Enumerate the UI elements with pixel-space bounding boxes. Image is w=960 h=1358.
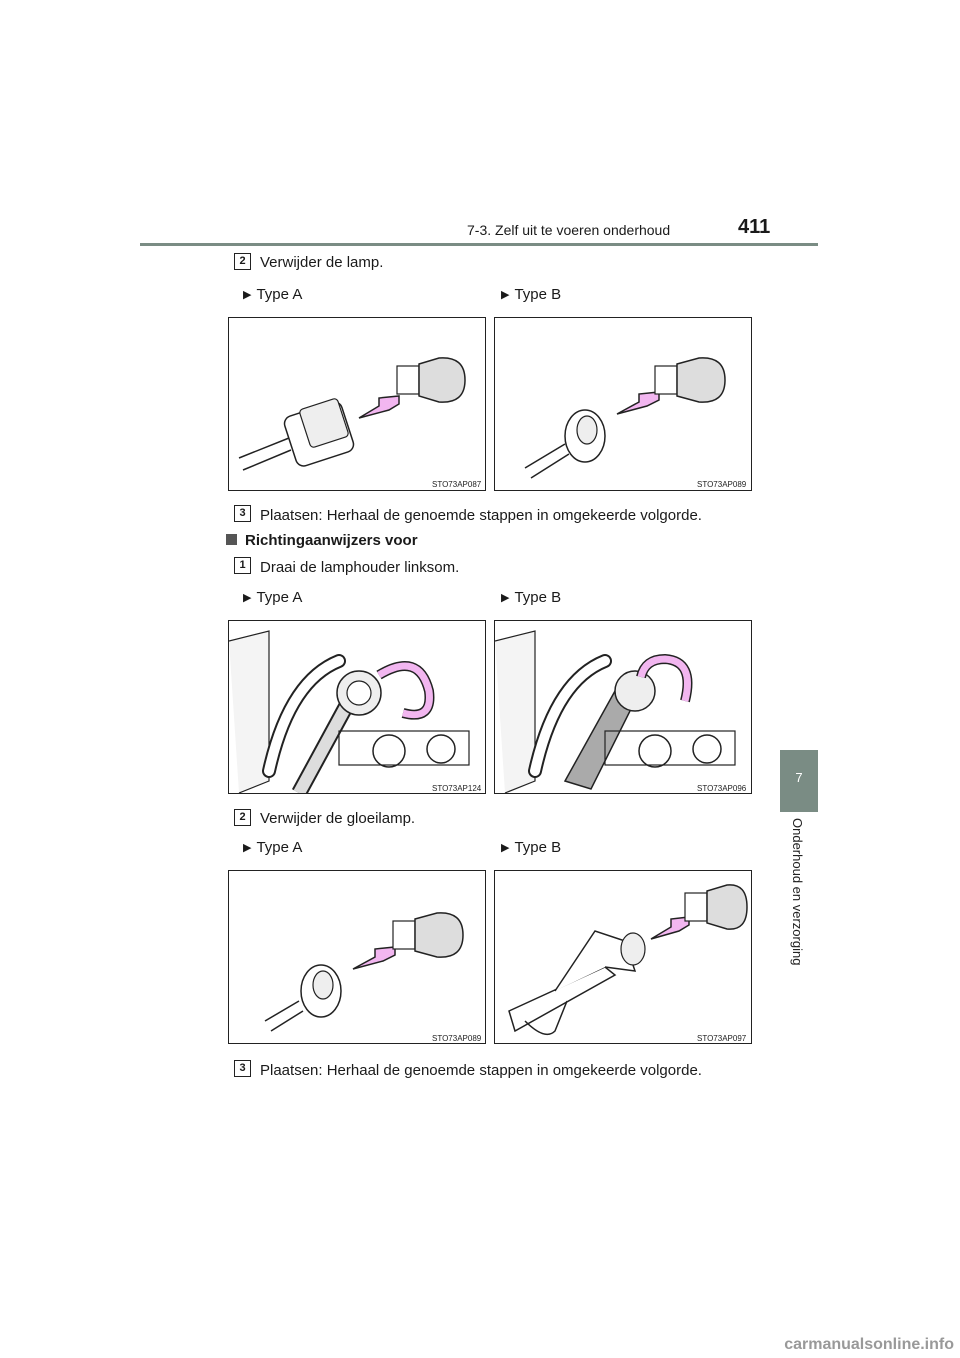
section-title: 7-3. Zelf uit te voeren onderhoud (467, 222, 671, 238)
figure-code: STO73AP089 (697, 480, 747, 489)
type-b-label: ▶Type B (501, 286, 562, 303)
chapter-number: 7 (795, 770, 803, 785)
figure-code: STO73AP087 (432, 480, 482, 489)
chapter-title: Onderhoud en verzorging (790, 818, 805, 966)
socket-rotation-illustration-type-b (494, 620, 752, 794)
type-b-label: ▶Type B (501, 589, 562, 606)
type-a-label: ▶Type A (243, 589, 303, 606)
socket-rotation-illustration-type-a (228, 620, 486, 794)
type-a-label: ▶Type A (243, 286, 303, 303)
step-text: Verwijder de gloeilamp. (260, 810, 416, 827)
bulb-removal-illustration-type-a (228, 870, 486, 1044)
step-text: Plaatsen: Herhaal de genoemde stappen in… (260, 507, 702, 524)
figure-code: STO73AP124 (432, 784, 482, 793)
page-number: 411 (738, 216, 771, 238)
step-text: Verwijder de lamp. (260, 254, 384, 271)
figure-code: STO73AP096 (697, 784, 747, 793)
type-a-label: ▶Type A (243, 839, 303, 856)
step-text: Draai de lamphouder linksom. (260, 559, 460, 576)
watermark: carmanualsonline.info (784, 1336, 954, 1353)
subheading: Richtingaanwijzers voor (226, 532, 418, 549)
step-number-badge: 3 (234, 1060, 251, 1077)
header-rule (140, 243, 818, 246)
chapter-tab (780, 750, 818, 812)
step-number-badge: 2 (234, 809, 251, 826)
figure-code: STO73AP097 (697, 1034, 747, 1043)
step-number-badge: 3 (234, 505, 251, 522)
figure-code: STO73AP089 (432, 1034, 482, 1043)
step-text: Plaatsen: Herhaal de genoemde stappen in… (260, 1062, 702, 1079)
type-b-label: ▶Type B (501, 839, 562, 856)
bulb-removal-illustration-type-b (494, 317, 752, 491)
bulb-removal-illustration-type-b (494, 870, 752, 1044)
bulb-removal-illustration-type-a (228, 317, 486, 491)
step-number-badge: 1 (234, 557, 251, 574)
step-number-badge: 2 (234, 253, 251, 270)
